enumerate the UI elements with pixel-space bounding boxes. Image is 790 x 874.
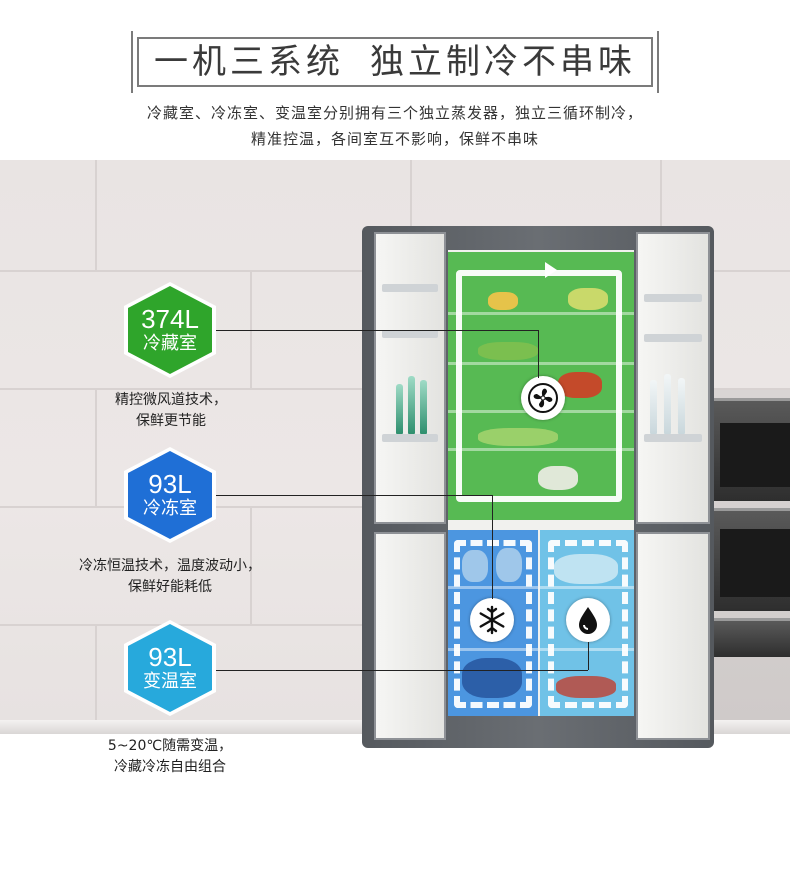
fan-icon [521,376,565,420]
fridge-airflow-loop [456,270,622,502]
badge-fridge-capacity: 374L [141,304,199,334]
badge-freezer-capacity: 93L [148,469,192,499]
door-right-top [636,232,710,524]
oven-lower [712,618,790,657]
freezer-airflow-loop [454,540,532,708]
badge-freezer-name: 冷冻室 [143,498,197,519]
leader-line-freezer [196,495,492,496]
door-left-top [374,232,446,524]
leader-line-freezer-drop [492,495,493,599]
subtitle-line-2: 精准控温，各间室互不影响，保鲜不串味 [250,130,539,148]
desc-fridge: 精控微风道技术， 保鲜更节能 [115,392,227,429]
page-title: 一机三系统独立制冷不串味 [137,37,653,87]
droplet-icon [566,598,610,642]
title-right: 独立制冷不串味 [370,42,636,82]
badge-fridge-name: 冷藏室 [143,333,197,354]
leader-line-variable [196,670,588,671]
badge-variable-name: 变温室 [143,671,197,692]
variable-airflow-loop [548,540,628,708]
leader-line-fridge [196,330,538,331]
door-right-bottom [636,532,710,740]
floor [0,734,790,874]
oven-middle [712,508,790,611]
snowflake-icon [470,598,514,642]
desc-freezer: 冷冻恒温技术，温度波动小， 保鲜好能耗低 [79,558,261,595]
leader-line-fridge-drop [538,330,539,378]
fridge-airflow-arrow [545,262,557,278]
desc-variable: 5~20℃随需变温， 冷藏冷冻自由组合 [107,738,233,775]
oven-upper [712,398,790,501]
subtitle-line-1: 冷藏室、冷冻室、变温室分别拥有三个独立蒸发器，独立三循环制冷， [146,104,643,122]
badge-variable-capacity: 93L [148,642,192,672]
leader-line-variable-rise [588,642,589,670]
title-frame [131,31,659,93]
title-left: 一机三系统 [154,42,344,82]
door-left-bottom [374,532,446,740]
